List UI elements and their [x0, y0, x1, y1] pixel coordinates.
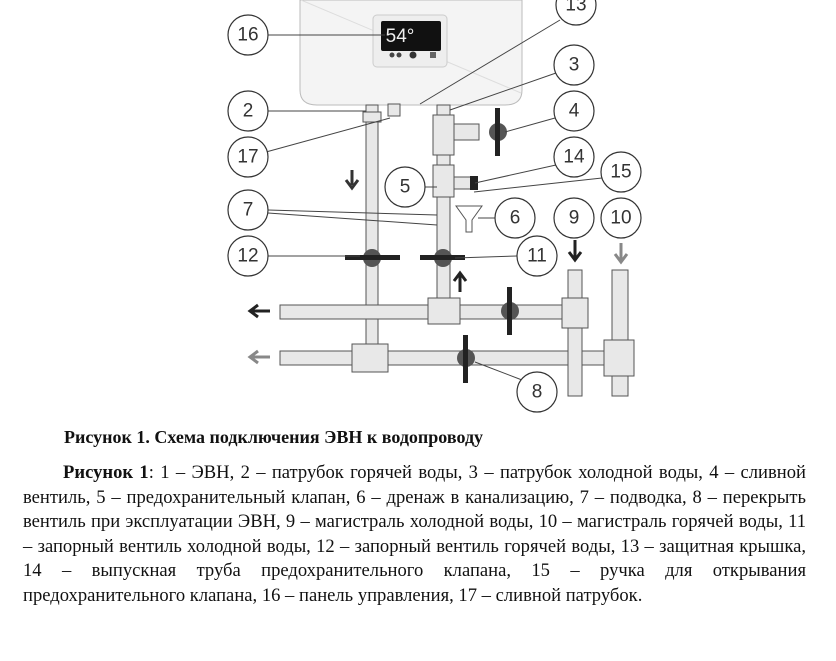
- svg-text:14: 14: [563, 147, 585, 168]
- callout-5: 5: [384, 166, 426, 208]
- callout-13: 13: [555, 0, 597, 26]
- svg-text:10: 10: [610, 208, 631, 229]
- figure-description: Рисунок 1: 1 – ЭВН, 2 – патрубок горячей…: [23, 461, 806, 608]
- water-heater-tank: 54°: [299, 0, 523, 106]
- valve-icon: [345, 108, 519, 383]
- temperature-display: 54°: [386, 26, 415, 47]
- display-screen: [381, 21, 441, 51]
- callout-9: 9: [553, 197, 595, 239]
- figure-description-lead: Рисунок 1: [63, 462, 149, 483]
- drain-funnel: [455, 205, 483, 233]
- svg-text:2: 2: [243, 101, 254, 122]
- figure-description-text: : 1 – ЭВН, 2 – патрубок горячей воды, 3 …: [23, 462, 806, 606]
- flow-arrow-icon: [247, 170, 629, 365]
- callout-3: 3: [553, 44, 595, 86]
- svg-text:12: 12: [237, 246, 258, 267]
- callout-15: 15: [600, 151, 642, 193]
- callout-2: 2: [227, 90, 269, 132]
- svg-text:6: 6: [510, 208, 521, 229]
- svg-text:8: 8: [532, 382, 543, 403]
- callout-4: 4: [553, 90, 595, 132]
- svg-text:15: 15: [610, 162, 631, 183]
- svg-text:11: 11: [527, 246, 547, 267]
- callout-16: 16: [227, 14, 269, 56]
- callout-8: 8: [516, 371, 558, 413]
- callout-14: 14: [553, 136, 595, 178]
- cold-main-pipe: [567, 269, 583, 397]
- callout-17: 17: [227, 136, 269, 178]
- callout-10: 10: [600, 197, 642, 239]
- callout-12: 12: [227, 235, 269, 277]
- svg-text:7: 7: [243, 200, 254, 221]
- upper-main-pipe: [279, 304, 566, 320]
- svg-text:4: 4: [569, 101, 580, 122]
- svg-text:9: 9: [569, 208, 580, 229]
- svg-text:13: 13: [565, 0, 586, 16]
- hot-main-pipe: [611, 269, 629, 397]
- callout-11: 11: [516, 235, 558, 277]
- figure-title: Рисунок 1. Схема подключения ЭВН к водоп…: [64, 427, 484, 447]
- safety-valve: [432, 164, 455, 198]
- svg-text:17: 17: [237, 147, 258, 168]
- svg-text:3: 3: [569, 55, 580, 76]
- callout-6: 6: [494, 197, 536, 239]
- svg-text:5: 5: [400, 177, 411, 198]
- hot-water-pipe: [365, 104, 379, 368]
- callout-7: 7: [227, 189, 269, 231]
- drain-nozzle: [387, 103, 401, 117]
- water-heater-connection-diagram: 54°: [227, 0, 642, 413]
- svg-text:16: 16: [237, 25, 258, 46]
